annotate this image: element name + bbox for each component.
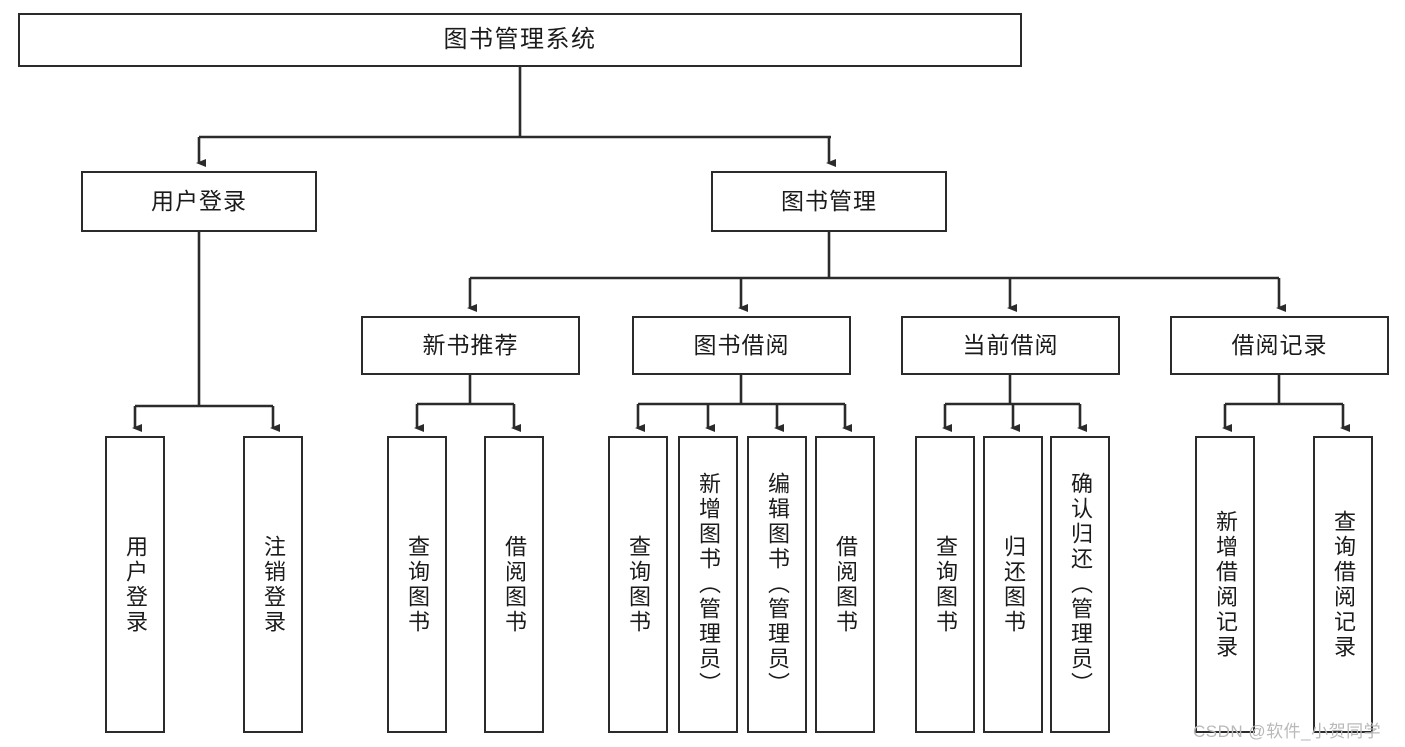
node-leaf-borrow-book-2-label: 借阅图书: [832, 534, 858, 635]
node-leaf-return-book[interactable]: 归还图书: [983, 436, 1043, 733]
node-book-borrow[interactable]: 图书借阅: [632, 316, 851, 375]
node-leaf-query-book-3-label: 查询图书: [932, 534, 958, 635]
node-leaf-confirm-return-admin-label: 确认归还（管理员）: [1067, 472, 1093, 697]
node-leaf-confirm-return-admin[interactable]: 确认归还（管理员）: [1050, 436, 1110, 733]
node-borrow-record[interactable]: 借阅记录: [1170, 316, 1389, 375]
node-leaf-user-logout-label: 注销登录: [260, 534, 286, 635]
node-leaf-borrow-book-2[interactable]: 借阅图书: [815, 436, 875, 733]
node-current-borrow-label: 当前借阅: [962, 331, 1059, 358]
node-new-book-recommend[interactable]: 新书推荐: [361, 316, 580, 375]
node-leaf-user-logout[interactable]: 注销登录: [243, 436, 303, 733]
node-leaf-edit-book-admin[interactable]: 编辑图书（管理员）: [747, 436, 807, 733]
node-leaf-edit-book-admin-label: 编辑图书（管理员）: [764, 472, 790, 697]
node-leaf-borrow-book-1[interactable]: 借阅图书: [484, 436, 544, 733]
node-leaf-add-book-admin-label: 新增图书（管理员）: [695, 472, 721, 697]
node-root[interactable]: 图书管理系统: [18, 13, 1022, 67]
node-leaf-user-login-label: 用户登录: [122, 534, 148, 635]
node-leaf-query-book-3[interactable]: 查询图书: [915, 436, 975, 733]
watermark: CSDN @软件_小贺同学: [1193, 722, 1382, 741]
node-root-label: 图书管理系统: [443, 25, 597, 53]
node-leaf-query-book-1-label: 查询图书: [404, 534, 430, 635]
node-leaf-query-borrow-record[interactable]: 查询借阅记录: [1313, 436, 1373, 733]
node-book-manage-label: 图书管理: [781, 187, 877, 214]
node-book-manage[interactable]: 图书管理: [711, 171, 947, 232]
node-leaf-return-book-label: 归还图书: [1000, 534, 1026, 635]
node-borrow-record-label: 借阅记录: [1231, 331, 1328, 358]
node-current-borrow[interactable]: 当前借阅: [901, 316, 1120, 375]
node-leaf-add-book-admin[interactable]: 新增图书（管理员）: [678, 436, 738, 733]
node-new-book-recommend-label: 新书推荐: [422, 331, 519, 358]
node-leaf-add-borrow-record-label: 新增借阅记录: [1212, 509, 1238, 660]
node-leaf-query-book-2-label: 查询图书: [625, 534, 651, 635]
node-leaf-borrow-book-1-label: 借阅图书: [501, 534, 527, 635]
node-book-borrow-label: 图书借阅: [693, 331, 790, 358]
node-user-login[interactable]: 用户登录: [81, 171, 317, 232]
node-leaf-add-borrow-record[interactable]: 新增借阅记录: [1195, 436, 1255, 733]
node-user-login-label: 用户登录: [151, 187, 247, 214]
node-leaf-query-borrow-record-label: 查询借阅记录: [1330, 509, 1356, 660]
node-leaf-query-book-2[interactable]: 查询图书: [608, 436, 668, 733]
node-leaf-query-book-1[interactable]: 查询图书: [387, 436, 447, 733]
node-leaf-user-login[interactable]: 用户登录: [105, 436, 165, 733]
